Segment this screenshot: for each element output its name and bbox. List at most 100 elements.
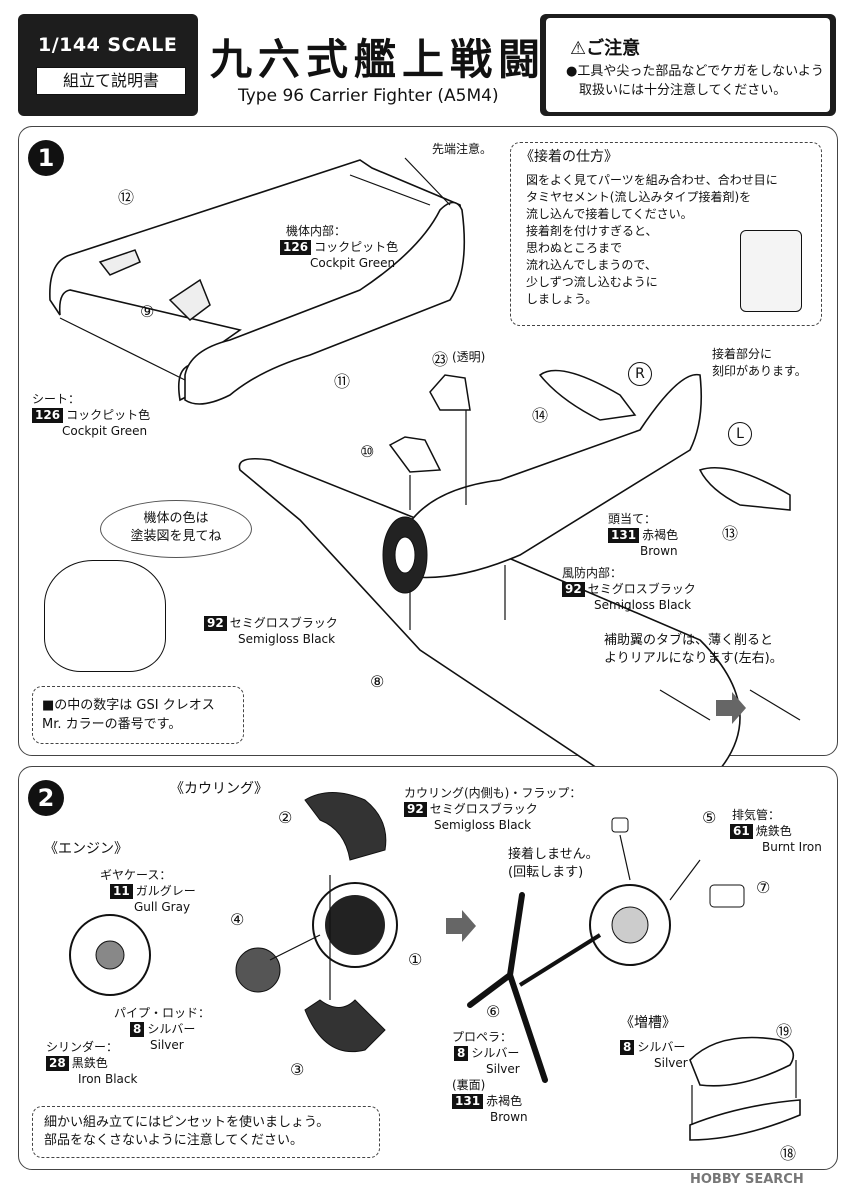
color-number: 61 — [730, 824, 753, 839]
back-label: (裏面) — [452, 1078, 486, 1092]
cyl-label: シリンダー： — [46, 1040, 119, 1054]
cowling-color-en: Semigloss Black — [434, 818, 532, 832]
headrest-label: 頭当て： — [608, 512, 657, 526]
prop-label: プロペラ： — [452, 1030, 513, 1044]
caution-title: ⚠ご注意 — [570, 38, 641, 59]
stabilizer-right-shape — [538, 369, 637, 421]
glue-line: 図をよく見てパーツを組み合わせ、合わせ目に — [526, 173, 778, 187]
interior-color-en: Cockpit Green — [310, 256, 396, 270]
color-number: 92 — [204, 616, 227, 631]
header-scale-block — [18, 14, 198, 116]
tab-note: 補助翼のタブは、薄く削ると よりリアルになります(左右)。 — [604, 633, 783, 666]
no-glue-note: 接着しません。 (回転します) — [508, 847, 599, 880]
prop-color-en: Silver — [486, 1062, 520, 1076]
caution-body: ●工具や尖った部品などでケガをしないよう 取扱いには十分注意してください。 — [566, 62, 826, 100]
glue-body: 図をよく見てパーツを組み合わせ、合わせ目に タミヤセメント(流し込みタイプ接着剤… — [526, 172, 778, 308]
title-japanese: 九六式艦上戦闘機 — [210, 35, 595, 84]
part-number: ⑥ — [486, 1002, 501, 1021]
caution-line: 取扱いには十分注意してください。 — [566, 83, 787, 98]
windscreen-color-en: Semigloss Black — [594, 598, 692, 612]
step2-number: 2 — [28, 780, 64, 816]
part-number: ② — [278, 808, 293, 827]
seat-color-en: Cockpit Green — [62, 424, 148, 438]
clear-label: (透明) — [452, 350, 486, 364]
exhaust-color-en: Burnt Iron — [762, 840, 822, 854]
part-number: ㉓ — [432, 350, 449, 369]
marking-note: 接着部分に 刻印があります。 — [712, 347, 807, 378]
tweezers-note: 細かい組み立てにはピンセットを使いましょう。 部品をなくさないように注意してくだ… — [44, 1115, 330, 1148]
caution-line: ●工具や尖った部品などでケガをしないよう — [566, 64, 824, 79]
back-color-en: Brown — [490, 1110, 528, 1124]
part-number: ③ — [290, 1060, 305, 1079]
fuselage-right-half-shape — [184, 201, 466, 405]
glue-line: 接着剤を付けすぎると、 — [526, 224, 658, 238]
color-number: 131 — [452, 1094, 484, 1109]
mark-left: L — [728, 422, 752, 446]
body-color-bubble: 機体の色は 塗装図を見てね — [100, 500, 252, 558]
stabilizer-left-shape — [698, 467, 791, 511]
color-number: 92 — [562, 582, 585, 597]
windscreen-label: 風防内部： — [562, 566, 623, 580]
color-legend-box — [32, 686, 244, 744]
glue-line: 思わぬところまで — [526, 241, 623, 255]
cowling-label: カウリング(内側も)・フラップ： — [404, 786, 582, 800]
caution-inner — [546, 18, 830, 112]
color-number: 8 — [620, 1040, 635, 1055]
part-number: ① — [408, 950, 423, 969]
title-english: Type 96 Carrier Fighter (A5M4) — [238, 86, 499, 106]
color-number: 11 — [110, 884, 133, 899]
engine-title: 《エンジン》 — [44, 841, 128, 857]
pipe-label: パイプ・ロッド： — [114, 1006, 211, 1020]
part-number: ⑲ — [776, 1022, 793, 1041]
gear-color-en: Gull Gray — [134, 900, 191, 914]
part-number: ⑧ — [370, 672, 385, 691]
floor-part-shape — [98, 249, 141, 276]
color-legend: ■の中の数字は GSI クレオス Mr. カラーの番号です。 — [42, 698, 215, 732]
part-number: ⑪ — [334, 372, 351, 391]
tank-color-en: Silver — [654, 1056, 688, 1070]
pipe-color-en: Silver — [150, 1038, 184, 1052]
color-number: 8 — [454, 1046, 469, 1061]
fuselage-assembled-shape — [399, 373, 703, 579]
cyl-color-en: Iron Black — [78, 1072, 138, 1086]
scale-label: 1/144 SCALE — [38, 34, 178, 56]
part-number: ⑩ — [360, 442, 375, 461]
cement-bottle-icon — [740, 230, 802, 312]
color-number: 131 — [608, 528, 640, 543]
cowling-title: 《カウリング》 — [170, 781, 268, 797]
windscreen-part-shape — [388, 436, 442, 473]
color-number: 28 — [46, 1056, 69, 1071]
color-number: 126 — [280, 240, 312, 255]
step1-number: 1 — [28, 140, 64, 176]
seat-label: シート： — [32, 392, 81, 406]
part-number: ⑦ — [756, 878, 771, 897]
seat-part-shape — [168, 278, 211, 321]
mark-right: R — [628, 362, 652, 386]
manual-label: 組立て説明書 — [36, 67, 186, 95]
mascot-girl-icon — [44, 560, 166, 672]
glue-line: しましょう。 — [526, 292, 598, 306]
canopy-part-shape — [429, 374, 471, 411]
tweezers-box — [32, 1106, 380, 1158]
tank-title: 《増槽》 — [620, 1015, 676, 1031]
part-number: ④ — [230, 910, 245, 929]
part-number: ⑨ — [140, 302, 155, 321]
color-number: 126 — [32, 408, 64, 423]
exhaust-label: 排気管： — [732, 808, 781, 822]
part-number: ⑭ — [532, 406, 549, 425]
glue-line: 少しずつ流し込むように — [526, 275, 658, 289]
cowling-hole-shape — [394, 536, 416, 574]
